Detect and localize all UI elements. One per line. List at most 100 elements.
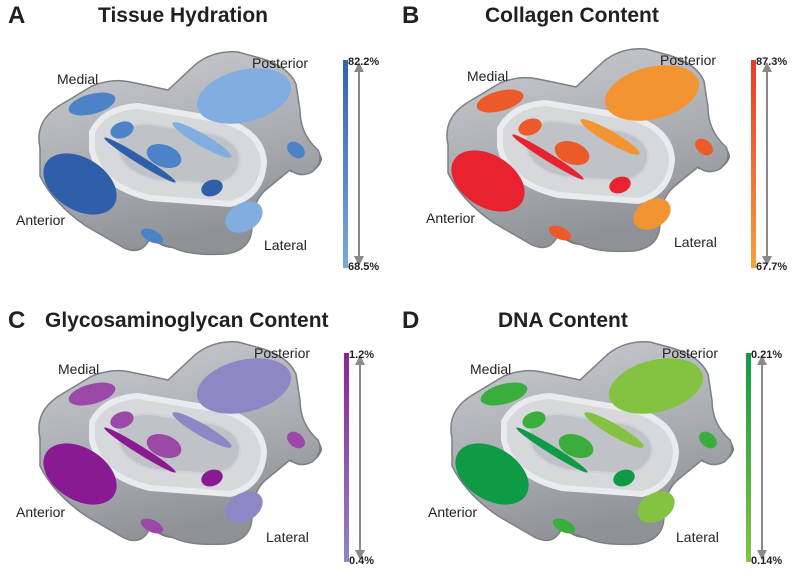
scale-max-label: 82.2%	[348, 56, 380, 68]
panel-letter: B	[402, 2, 420, 29]
label-posterior: Posterior	[254, 345, 311, 361]
region-posterior	[605, 65, 699, 121]
meniscus-body	[446, 48, 730, 253]
label-posterior: Posterior	[252, 55, 309, 71]
region-inner-band-a	[516, 427, 588, 473]
label-anterior: Anterior	[426, 210, 476, 226]
range-arrow-up	[355, 355, 365, 365]
region-posterior	[609, 358, 703, 414]
label-lateral: Lateral	[676, 529, 719, 545]
region-right-fin	[287, 141, 305, 159]
label-posterior: Posterior	[660, 52, 717, 68]
panel-b: B Collagen Content Medial Posterior Ante…	[400, 0, 800, 285]
label-medial: Medial	[470, 361, 512, 377]
meniscus-body	[38, 51, 322, 256]
scale-max-label: 1.2%	[349, 349, 375, 361]
region-lateral	[637, 491, 675, 523]
range-arrow-up	[757, 355, 767, 365]
region-inner-medial	[110, 121, 134, 139]
region-medial	[476, 89, 524, 113]
region-inner-lateral	[201, 179, 223, 197]
region-inner-band-a	[104, 427, 176, 473]
region-bottom-fin	[140, 228, 164, 244]
range-arrow-down	[762, 256, 772, 266]
region-lateral	[225, 491, 263, 523]
color-scale-bar	[751, 60, 756, 268]
panel-letter: A	[8, 2, 26, 29]
color-scale-bar	[746, 353, 751, 562]
label-lateral: Lateral	[264, 237, 307, 253]
label-lateral: Lateral	[674, 234, 717, 250]
region-inner-center	[558, 433, 594, 459]
scale-max-label: 87.3%	[756, 56, 788, 68]
region-anterior	[43, 443, 117, 505]
meniscus-body	[38, 341, 322, 546]
region-inner-band-b	[584, 412, 644, 448]
region-medial	[68, 382, 116, 406]
scale-min-label: 0.14%	[751, 555, 783, 567]
region-inner-center	[146, 143, 182, 169]
region-anterior	[43, 153, 117, 215]
label-medial: Medial	[467, 68, 509, 84]
label-medial: Medial	[57, 71, 99, 87]
panel-a: A Tissue Hydration Medial Posterior Ante…	[0, 0, 400, 285]
range-arrow-down	[355, 550, 365, 560]
label-anterior: Anterior	[16, 212, 66, 228]
panel-letter: D	[402, 307, 420, 334]
meniscus-shape	[38, 51, 364, 268]
region-inner-band-a	[512, 134, 584, 180]
region-lateral	[225, 201, 263, 233]
region-inner-medial	[110, 411, 134, 429]
label-posterior: Posterior	[662, 345, 719, 361]
panel-title: Collagen Content	[485, 4, 659, 27]
region-lateral	[633, 198, 671, 230]
region-posterior	[197, 358, 291, 414]
label-medial: Medial	[58, 361, 100, 377]
range-arrow-up	[762, 62, 772, 72]
region-inner-lateral	[609, 176, 631, 194]
range-arrow-up	[354, 62, 364, 72]
region-inner-band-a	[104, 137, 176, 183]
scale-min-label: 67.7%	[756, 261, 788, 273]
scale-min-label: 0.4%	[349, 555, 375, 567]
meniscus-body	[450, 341, 734, 546]
range-arrow-down	[757, 550, 767, 560]
region-inner-medial	[518, 118, 542, 136]
panel-letter: C	[8, 307, 26, 334]
region-posterior	[197, 68, 291, 124]
region-medial	[68, 92, 116, 116]
meniscus-shape	[38, 341, 365, 562]
region-inner-center	[554, 140, 590, 166]
color-scale-bar	[344, 353, 349, 562]
region-bottom-fin	[552, 518, 576, 534]
region-right-fin	[287, 431, 305, 449]
meniscus-shape	[450, 341, 767, 562]
region-anterior	[451, 150, 525, 212]
label-anterior: Anterior	[428, 504, 478, 520]
panel-title: DNA Content	[498, 309, 628, 332]
panel-title: Tissue Hydration	[98, 4, 268, 27]
meniscus-shape	[446, 48, 772, 268]
region-inner-band-b	[172, 122, 232, 158]
region-inner-center	[146, 433, 182, 459]
label-lateral: Lateral	[266, 529, 309, 545]
region-inner-band-b	[580, 119, 640, 155]
region-inner-band-b	[172, 412, 232, 448]
region-anterior	[455, 443, 529, 505]
region-inner-medial	[522, 411, 546, 429]
region-bottom-fin	[548, 225, 572, 241]
label-anterior: Anterior	[16, 504, 66, 520]
region-medial	[480, 382, 528, 406]
region-right-fin	[695, 138, 713, 156]
region-inner-lateral	[613, 469, 635, 487]
range-arrow-down	[354, 256, 364, 266]
region-right-fin	[699, 431, 717, 449]
region-inner-lateral	[201, 469, 223, 487]
scale-min-label: 68.5%	[348, 261, 380, 273]
scale-max-label: 0.21%	[751, 349, 783, 361]
panel-d: D DNA Content Medial Posterior Anterior …	[400, 285, 800, 570]
panel-c: C Glycosaminoglycan Content Medial Poste…	[0, 285, 400, 570]
color-scale-bar	[343, 60, 348, 268]
panel-title: Glycosaminoglycan Content	[45, 309, 329, 332]
region-bottom-fin	[140, 518, 164, 534]
